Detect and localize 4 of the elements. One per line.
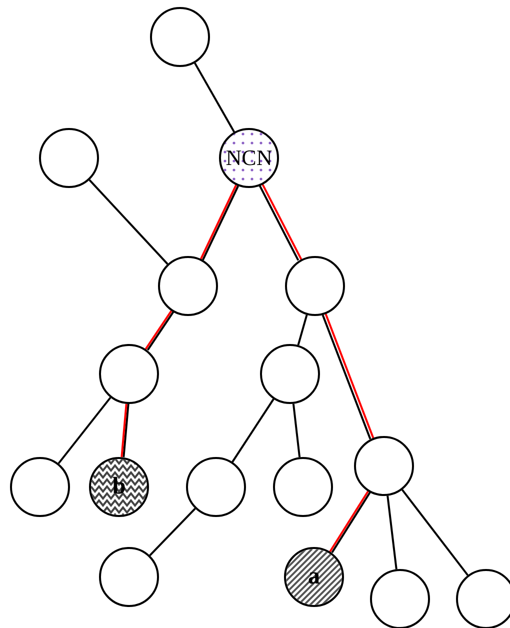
circle-node xyxy=(158,256,218,316)
circle-node xyxy=(456,569,510,628)
node-label: NCN xyxy=(224,145,274,171)
circle-node xyxy=(186,457,246,517)
